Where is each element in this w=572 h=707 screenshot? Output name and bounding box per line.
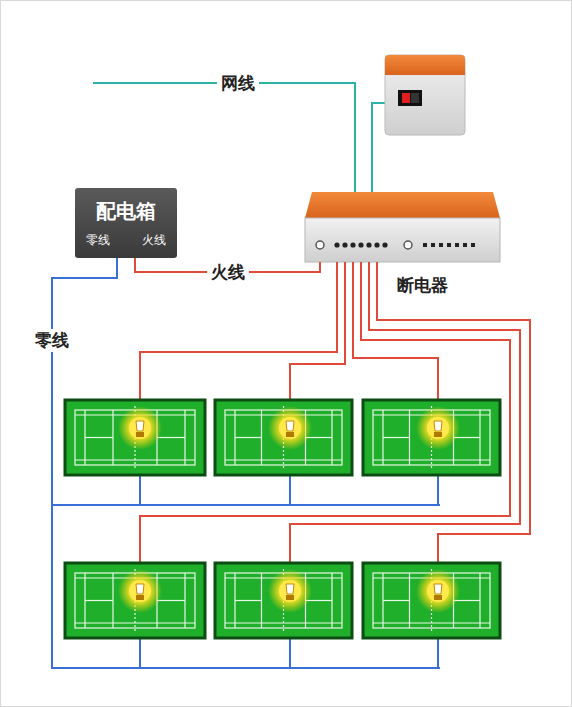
breaker-device [305,192,500,262]
light-bulb [118,569,162,613]
light-bulb [416,569,460,613]
terminal-dot [358,242,363,247]
indicator-dot [463,243,467,247]
terminal-dots [334,242,475,247]
device-label: 断电器 [397,274,448,297]
light-bulb [118,406,162,450]
box-title: 配电箱 [96,198,156,225]
neutral-label: 零线 [31,329,73,352]
badminton-court [363,563,500,638]
network-label: 网线 [217,72,259,95]
indicator-dot [439,243,443,247]
badminton-court [65,400,205,475]
terminal-dot [382,242,387,247]
distribution-box: 配电箱零线 火线 [75,188,177,258]
indicator-dot [431,243,435,247]
indicator-dot [423,243,427,247]
wire-label: 火线 [207,261,249,284]
badminton-court [215,400,352,475]
terminal-dot [342,242,347,247]
indicator-dot [471,243,475,247]
badminton-court [363,400,500,475]
indicator-dot [455,243,459,247]
indicator-dot [447,243,451,247]
terminal-dot [334,242,339,247]
badminton-court [65,563,205,638]
breaker-box: 断电器 [305,192,500,262]
light-bulb [268,406,312,450]
terminal-dot [374,242,379,247]
light-bulb [268,569,312,613]
network-device [385,55,465,135]
terminal-label: 零线 [86,232,110,249]
network-cable [93,83,386,192]
terminal-dot [350,242,355,247]
terminal-label: 火线 [142,232,166,249]
terminal-dot [366,242,371,247]
badminton-court [215,563,352,638]
light-bulb [416,406,460,450]
